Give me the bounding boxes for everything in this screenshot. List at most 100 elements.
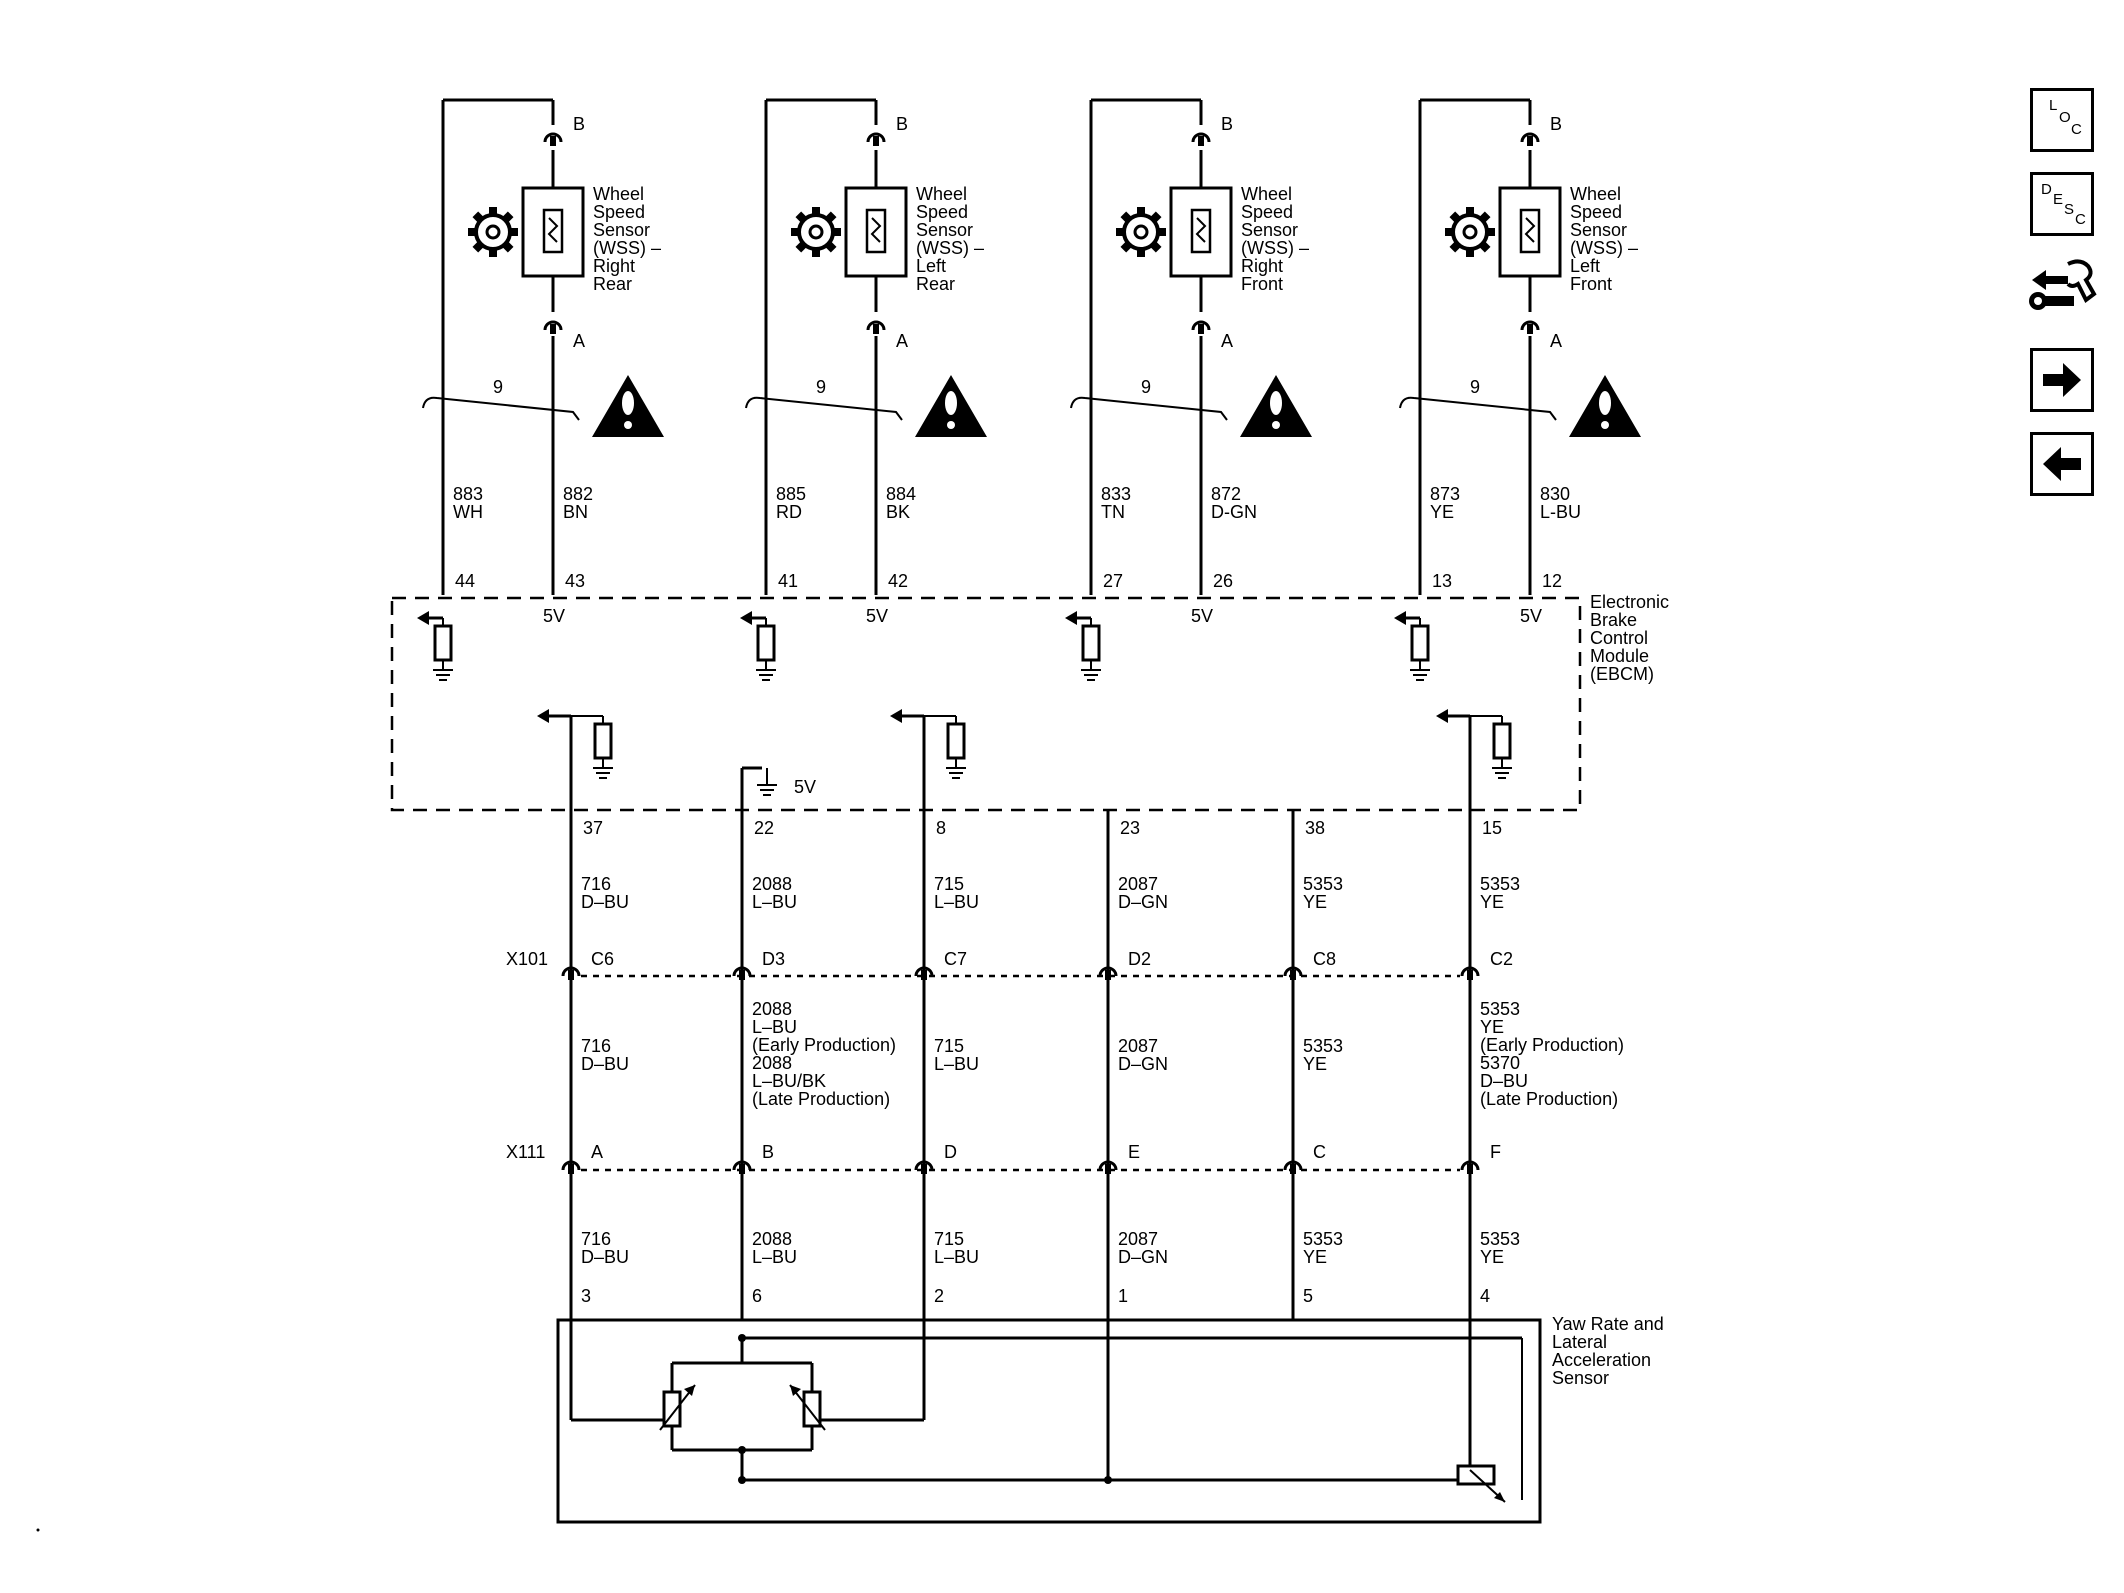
twisted-pair-marker [1399, 396, 1557, 421]
warning-icon-dot [947, 421, 955, 429]
yaw-sensor-boundary [556, 1318, 1542, 1524]
sensor-name: Front [1241, 274, 1283, 294]
wire-label: 5353 [1480, 999, 1520, 1019]
twist-count: 9 [816, 377, 826, 397]
next-page-button[interactable] [2030, 348, 2094, 412]
wire-color: BK [886, 502, 910, 522]
wire-label: L–BU [934, 892, 979, 912]
ebcm-pin-number: 42 [888, 571, 908, 591]
gear-icon-hub [485, 224, 501, 240]
sensor-name: Left [916, 256, 946, 276]
wire-color: D-GN [1211, 502, 1257, 522]
connector-a [543, 320, 563, 331]
tools-button[interactable] [2028, 254, 2100, 324]
x101-cavity: C8 [1313, 949, 1336, 969]
wire-label: 2087 [1118, 1036, 1158, 1056]
sensor-name: Wheel [1241, 184, 1292, 204]
x101-terminal [561, 966, 581, 977]
wire-label: 716 [581, 874, 611, 894]
ebcm-pin-number: 12 [1542, 571, 1562, 591]
wire-label: D–GN [1118, 1054, 1168, 1074]
ebcm-pulldown-resistor [593, 722, 613, 760]
warning-icon-mark [1599, 391, 1611, 415]
wire-label: 5353 [1480, 874, 1520, 894]
ebcm-pin-number: 38 [1305, 818, 1325, 838]
loc-letter-2: O [2059, 109, 2071, 126]
ebcm-output-arrow [1436, 709, 1448, 723]
wire-label: 5353 [1303, 1229, 1343, 1249]
sensor-name: Sensor [1570, 220, 1627, 240]
previous-page-button[interactable] [2030, 432, 2094, 496]
desc-button[interactable]: D E S C [2030, 172, 2094, 236]
ebcm-voltage: 5V [543, 606, 565, 626]
sensor-name: Right [593, 256, 635, 276]
wire-label: L–BU [934, 1247, 979, 1267]
sensor-name: Wheel [1570, 184, 1621, 204]
ebcm-pulldown-resistor [1492, 722, 1512, 760]
yaw-sensor-pin: 4 [1480, 1286, 1490, 1306]
ebcm-input-arrow [1394, 611, 1406, 625]
connector-a [1191, 320, 1211, 331]
warning-icon-dot [1601, 421, 1609, 429]
wire-color: L-BU [1540, 502, 1581, 522]
warning-icon-mark [945, 391, 957, 415]
ebcm-name: Control [1590, 628, 1648, 648]
arrow-right-icon [2043, 363, 2081, 397]
wire-label: 715 [934, 874, 964, 894]
wire-circuit-number: 872 [1211, 484, 1241, 504]
yaw-sensor-pin: 1 [1118, 1286, 1128, 1306]
connector-a-pin [1527, 324, 1533, 334]
x111-cavity: C [1313, 1142, 1326, 1162]
wire-label: L–BU [752, 892, 797, 912]
gear-icon-tooth [1466, 207, 1474, 216]
sensor-name: (WSS) – [593, 238, 661, 258]
loc-letter-3: C [2071, 121, 2082, 138]
wire-label: (Late Production) [1480, 1089, 1618, 1109]
connector-b [1191, 132, 1211, 143]
wire-label: 5370 [1480, 1053, 1520, 1073]
sensor-name: Rear [916, 274, 955, 294]
yaw-sensor-name: Yaw Rate and [1552, 1314, 1664, 1334]
ebcm-name: Brake [1590, 610, 1637, 630]
ebcm-output-arrow [890, 709, 902, 723]
gear-icon [1116, 207, 1166, 257]
x111-terminal-pin [921, 1164, 927, 1174]
yaw-sensor-name: Acceleration [1552, 1350, 1651, 1370]
sensor-coil-winding [1195, 217, 1207, 243]
connector-a-label: A [1550, 331, 1562, 351]
wire-label: 5353 [1303, 874, 1343, 894]
gear-icon-hub [1462, 224, 1478, 240]
ebcm-pin-number: 27 [1103, 571, 1123, 591]
ebcm-pin-number: 13 [1432, 571, 1452, 591]
wire-label: D–GN [1118, 1247, 1168, 1267]
ebcm-pulldown-resistor [946, 722, 966, 760]
loc-button[interactable]: L O C [2030, 88, 2094, 152]
sensor-name: Speed [593, 202, 645, 222]
ebcm-input-arrow [740, 611, 752, 625]
stray-dot [36, 1528, 40, 1532]
ebcm-voltage: 5V [1520, 606, 1542, 626]
gear-icon-tooth [1466, 248, 1474, 257]
connector-b [1520, 132, 1540, 143]
ebcm-pin-number: 44 [455, 571, 475, 591]
x101-cavity: C7 [944, 949, 967, 969]
desc-letter-2: E [2053, 191, 2064, 208]
x101-terminal [1098, 966, 1118, 977]
ebcm-pulldown-resistor [756, 624, 776, 662]
x111-terminal [914, 1160, 934, 1171]
wire-label: (Early Production) [1480, 1035, 1624, 1055]
sensor-name: Wheel [593, 184, 644, 204]
wire-label: D–GN [1118, 892, 1168, 912]
x111-cavity: E [1128, 1142, 1140, 1162]
sensor-name: Sensor [1241, 220, 1298, 240]
gear-icon [791, 207, 841, 257]
connector-a-pin [1198, 324, 1204, 334]
ebcm-pulldown-resistor [1081, 624, 1101, 662]
wire-label: (Late Production) [752, 1089, 890, 1109]
wire-circuit-number: 882 [563, 484, 593, 504]
x101-label: X101 [506, 949, 548, 969]
ebcm-pin-number: 15 [1482, 818, 1502, 838]
twist-count: 9 [1470, 377, 1480, 397]
wire-circuit-number: 884 [886, 484, 916, 504]
ebcm-boundary [390, 596, 1582, 812]
